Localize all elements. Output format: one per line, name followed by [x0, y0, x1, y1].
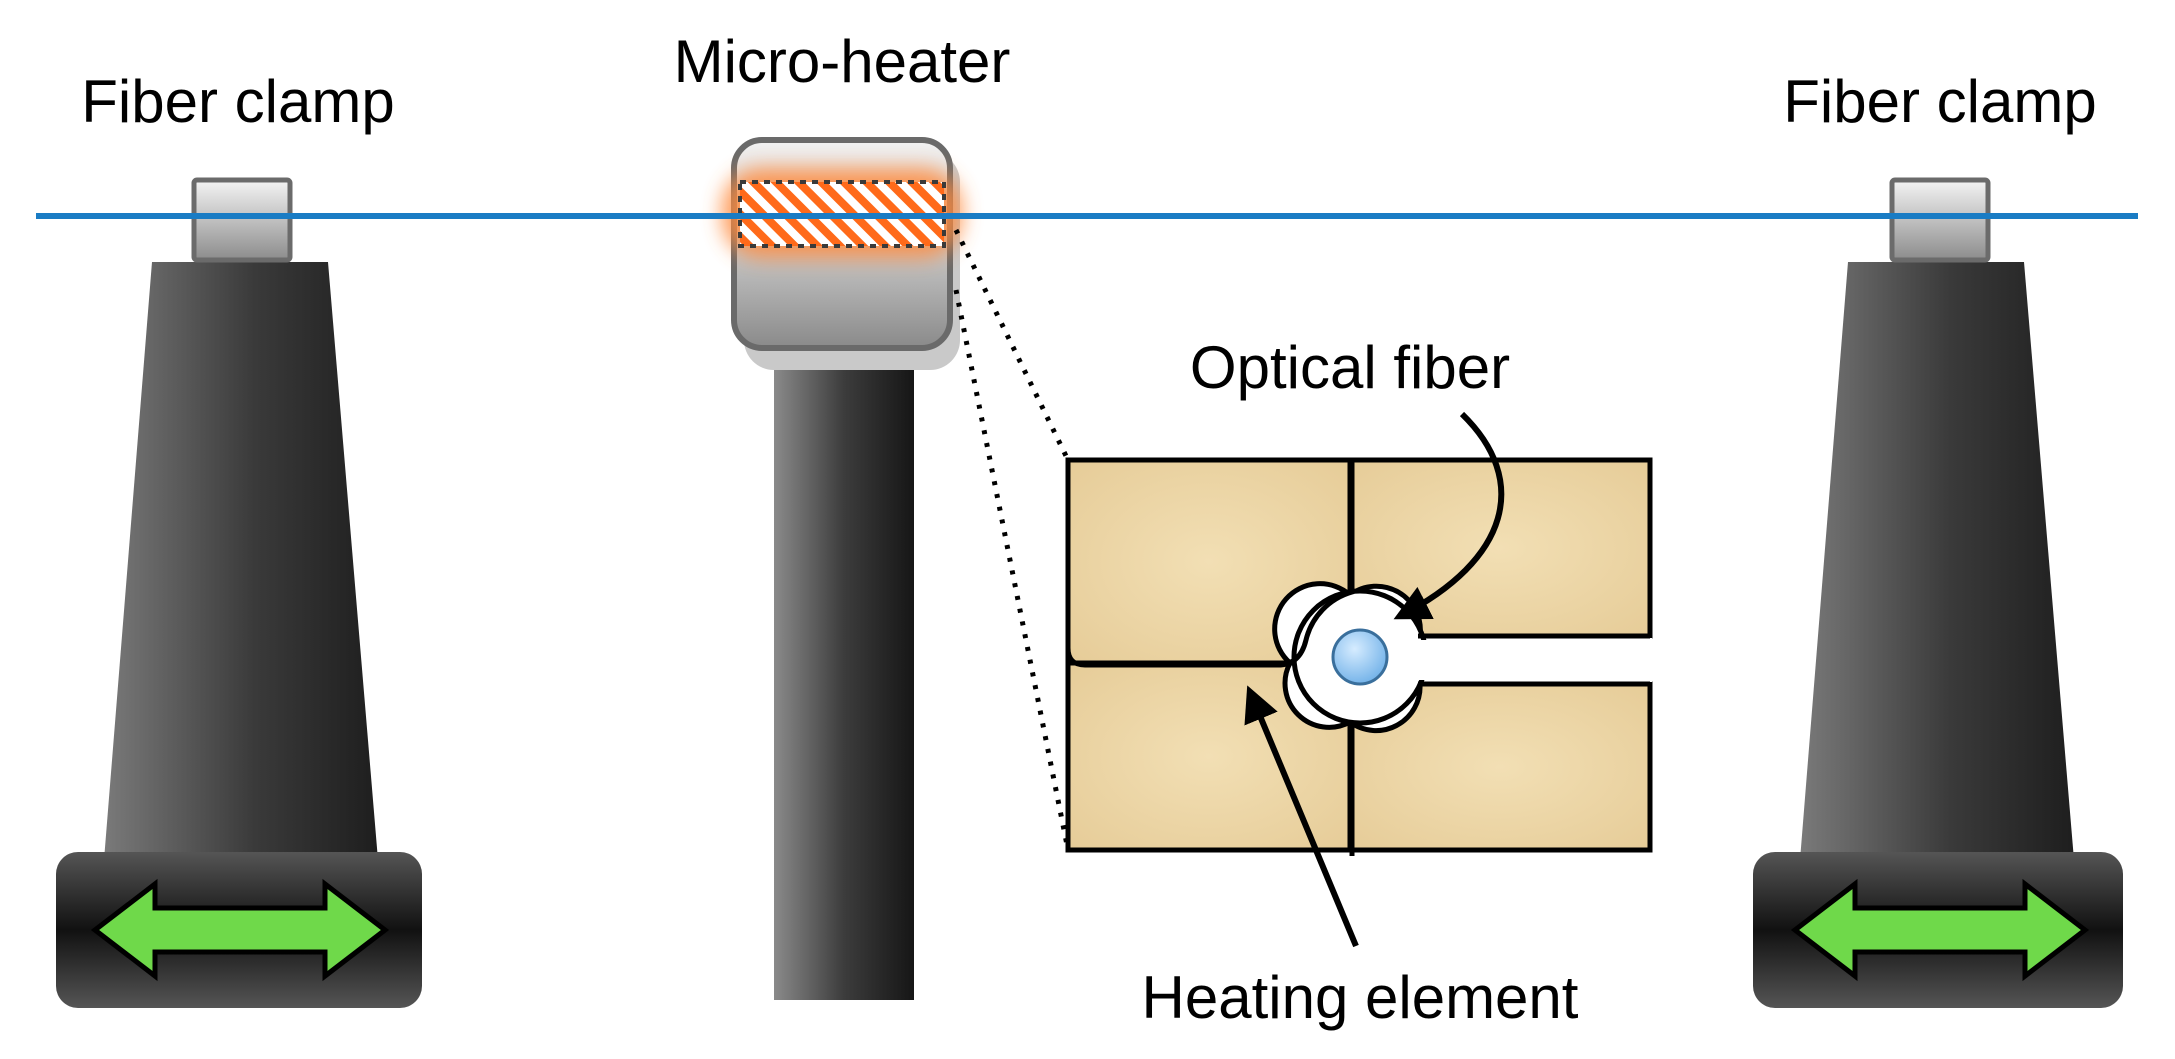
heater-cross-section	[1065, 457, 1653, 856]
optical-fiber-pointer	[1393, 411, 1505, 620]
right-double-arrow-icon	[1790, 878, 2090, 982]
right-clamp-label: Fiber clamp	[1783, 68, 2096, 135]
right-clamp-holder	[1889, 177, 1991, 263]
optical-fiber-label: Optical fiber	[1190, 334, 1510, 401]
ceramic-top-left	[1065, 457, 1353, 666]
heating-element-wire	[1065, 458, 1355, 668]
heating-element-pointer	[1244, 685, 1359, 948]
heating-element-label: Heating element	[1142, 964, 1579, 1031]
right-clamp-stage	[1753, 177, 2123, 1008]
left-clamp-stage	[56, 177, 422, 1008]
left-double-arrow-icon	[90, 878, 390, 982]
heater-post	[774, 340, 914, 1000]
right-clamp-tower	[1800, 262, 2074, 860]
left-clamp-tower	[104, 262, 378, 860]
micro-heater-label: Micro-heater	[674, 28, 1011, 95]
micro-heater-assembly	[722, 137, 962, 1000]
zoom-leader-lines	[953, 228, 1071, 851]
left-clamp-holder	[191, 177, 293, 263]
left-clamp-label: Fiber clamp	[81, 68, 394, 135]
fiber-core	[1331, 628, 1389, 686]
